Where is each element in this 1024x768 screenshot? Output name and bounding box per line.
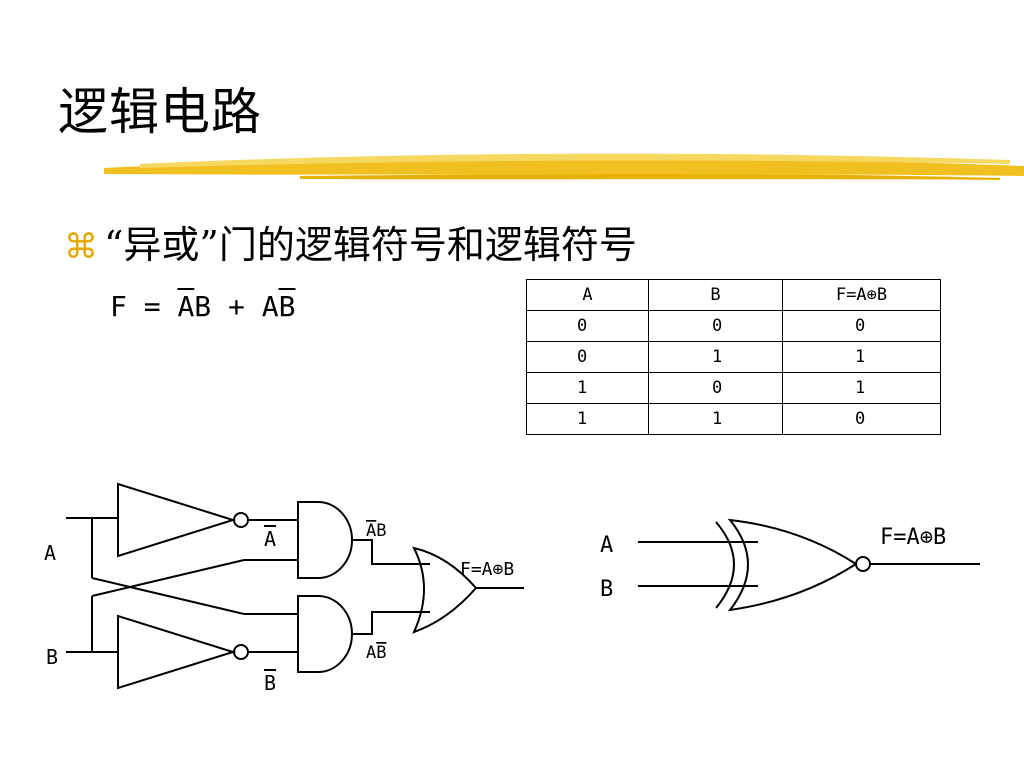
circuit-label-b: B — [46, 645, 58, 669]
and-gate-1 — [297, 501, 353, 579]
header-f: F=A⊕B — [782, 279, 941, 311]
not-gate-b-bubble — [233, 644, 249, 660]
circuit-label-a: A — [44, 541, 56, 565]
xor-gate-body — [727, 518, 858, 612]
table-cell: 0 — [648, 310, 783, 342]
not-gate-a-bubble — [233, 512, 249, 528]
table-row: 0 1 1 — [526, 341, 941, 373]
label-not-b: B — [264, 671, 276, 695]
or-gate — [412, 546, 478, 634]
wire-b-to-and1 — [91, 559, 245, 597]
table-cell: 0 — [648, 372, 783, 404]
formula-a: A — [261, 290, 279, 323]
formula-plus: + — [228, 290, 245, 323]
symbol-label-a: A — [600, 533, 613, 558]
xor-gate-back-curve — [715, 521, 735, 609]
header-b: B — [648, 279, 783, 311]
table-cell: 0 — [782, 310, 941, 342]
bullet-item: ⌘“异或”门的逻辑符号和逻辑符号 — [64, 222, 637, 270]
label-and2-out: AB — [366, 643, 387, 663]
table-cell: 0 — [782, 403, 941, 435]
table-cell: 1 — [782, 372, 941, 404]
label-circuit-output: F=A⊕B — [460, 559, 514, 580]
not-gate-a — [117, 482, 237, 558]
header-a: A — [526, 279, 649, 311]
formula-equals: = — [143, 290, 161, 323]
xor-formula: F = AB + AB — [110, 290, 295, 323]
table-cell: 1 — [648, 341, 783, 373]
command-icon: ⌘ — [64, 227, 98, 267]
title-underline-stroke — [104, 153, 1024, 180]
truth-table-header: A B F=A⊕B — [526, 279, 941, 311]
table-cell: 1 — [648, 403, 783, 435]
formula-lhs: F — [110, 290, 127, 323]
symbol-label-b: B — [600, 577, 613, 602]
table-row: 1 1 0 — [526, 403, 941, 435]
formula-not-a: A — [177, 290, 195, 323]
table-cell: 0 — [526, 310, 649, 342]
table-cell: 0 — [526, 341, 649, 373]
truth-table: A B F=A⊕B 0 0 0 0 1 1 1 0 1 1 1 0 — [526, 279, 941, 435]
label-and1-out: AB — [366, 521, 387, 541]
formula-b: B — [194, 290, 212, 323]
formula-not-b: B — [278, 290, 296, 323]
wire-and1-out — [352, 539, 430, 565]
table-cell: 1 — [526, 372, 649, 404]
page-title: 逻辑电路 — [58, 83, 262, 141]
bullet-text: “异或”门的逻辑符号和逻辑符号 — [104, 223, 637, 267]
not-gate-b — [117, 614, 237, 690]
table-row: 0 0 0 — [526, 310, 941, 342]
xor-output-bubble — [855, 556, 871, 572]
symbol-label-output: F=A⊕B — [880, 525, 946, 550]
table-row: 1 0 1 — [526, 372, 941, 404]
label-not-a: A — [264, 527, 276, 551]
table-cell: 1 — [782, 341, 941, 373]
wire-a-to-and2 — [91, 577, 245, 615]
table-cell: 1 — [526, 403, 649, 435]
wire-and2-out — [352, 611, 430, 635]
and-gate-2 — [297, 595, 353, 673]
